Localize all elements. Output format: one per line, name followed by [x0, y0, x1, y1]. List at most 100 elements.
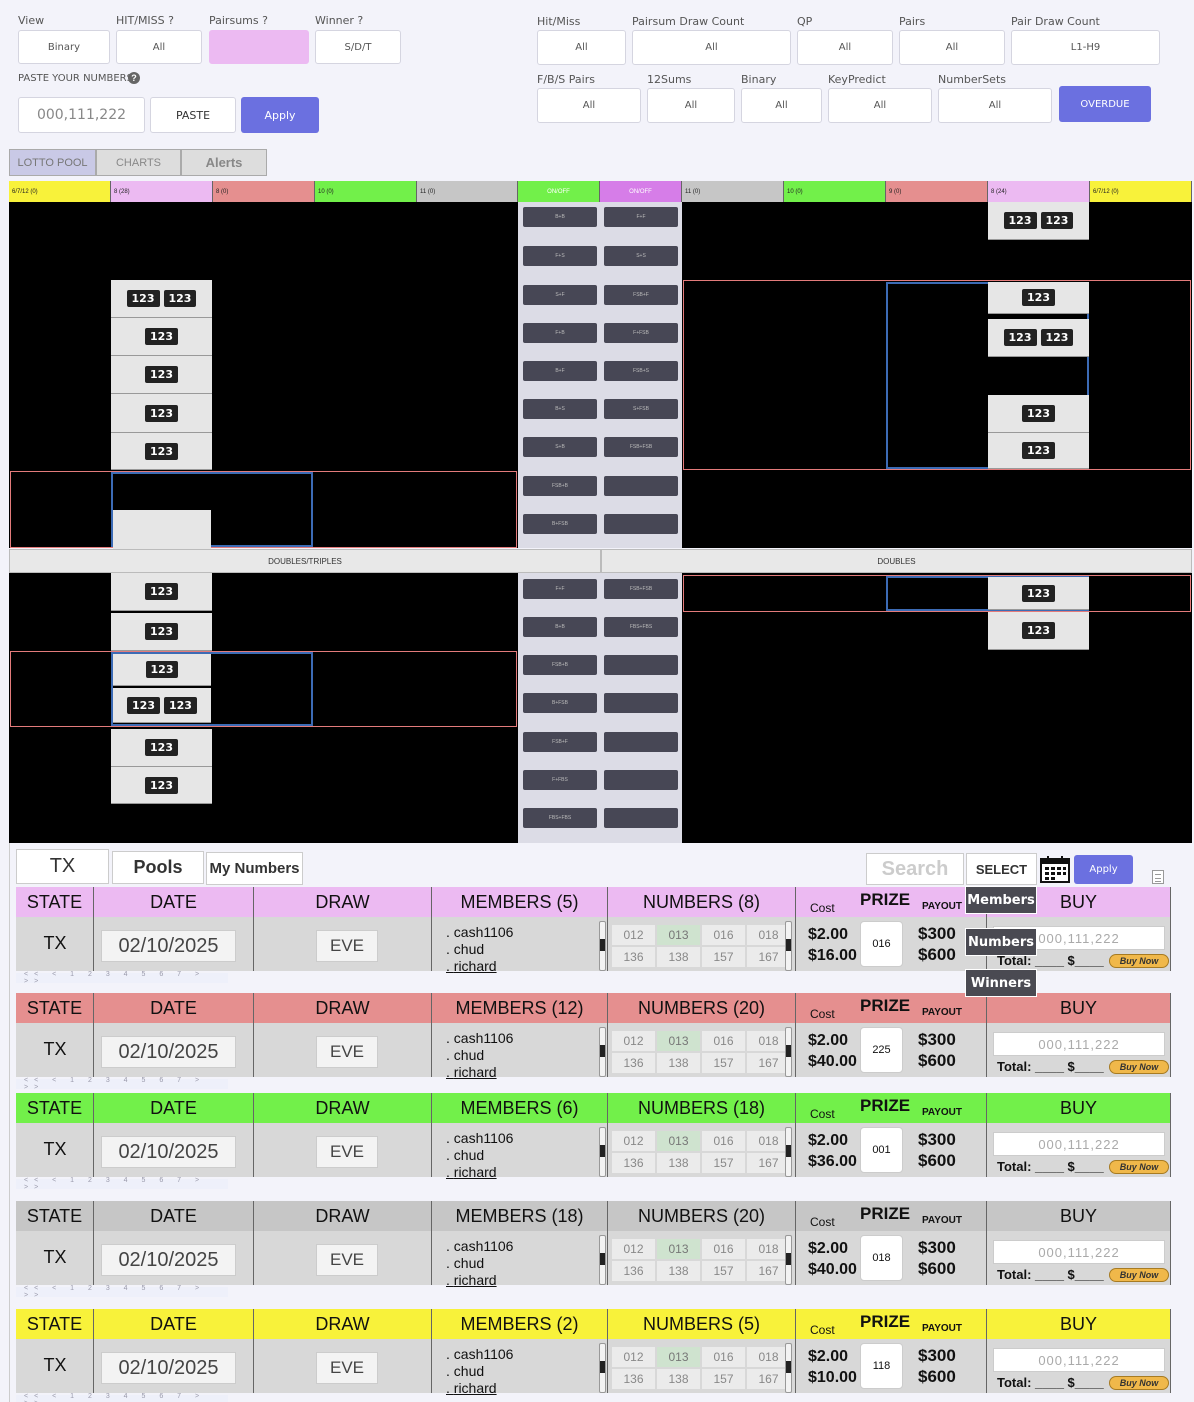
number-cell[interactable]: 016	[702, 925, 745, 945]
number-pill[interactable]: 123	[1022, 405, 1055, 422]
pattern-toggle-button[interactable]	[604, 514, 678, 534]
member-name[interactable]: . richard	[446, 1064, 497, 1080]
dropdown-item-numbers[interactable]: Numbers	[965, 928, 1037, 956]
number-cell[interactable]: 018	[747, 1131, 790, 1151]
grid-cell[interactable]: 123	[988, 433, 1089, 469]
pairs-select[interactable]: All	[899, 30, 1005, 65]
pairsum-draw-count-select[interactable]: All	[632, 30, 791, 65]
number-cell[interactable]: 012	[612, 1031, 655, 1051]
grid-header-cell[interactable]: ON/OFF	[518, 181, 600, 202]
number-pill[interactable]: 123	[1040, 212, 1074, 229]
number-cell[interactable]: 016	[702, 1239, 745, 1259]
number-pill[interactable]: 123	[145, 623, 178, 640]
number-cell[interactable]: 018	[747, 1347, 790, 1367]
number-cell[interactable]: 138	[657, 1369, 700, 1389]
pattern-toggle-button[interactable]: FBS+FBS	[604, 617, 678, 637]
pool-tab-my-numbers[interactable]: My Numbers	[206, 852, 303, 885]
number-cell[interactable]: 136	[612, 1053, 655, 1073]
buy-input[interactable]: 000,111,222	[993, 1240, 1165, 1264]
pattern-toggle-button[interactable]: FSB+FSB	[604, 579, 678, 599]
number-pill[interactable]: 123	[1022, 442, 1055, 459]
apply-button[interactable]: Apply	[241, 97, 319, 133]
pattern-toggle-button[interactable]: FSB+F	[523, 732, 597, 752]
members-scrollbar[interactable]	[599, 1343, 606, 1393]
pattern-toggle-button[interactable]	[604, 770, 678, 790]
number-pill[interactable]: 123	[164, 696, 197, 714]
search-input[interactable]: Search	[866, 853, 964, 885]
number-cell[interactable]: 167	[747, 1053, 790, 1073]
grid-cell[interactable]: 123	[111, 573, 212, 611]
pattern-toggle-button[interactable]: F+F	[604, 207, 678, 227]
number-cell[interactable]: 013	[657, 1031, 700, 1051]
pattern-toggle-button[interactable]: FSB+F	[604, 285, 678, 305]
pattern-toggle-button[interactable]: FSB+B	[523, 655, 597, 675]
number-cell[interactable]: 138	[657, 947, 700, 967]
pattern-toggle-button[interactable]: B+FSB	[523, 693, 597, 713]
pool-tab-pools[interactable]: Pools	[112, 851, 204, 884]
number-pill[interactable]: 123	[1003, 212, 1037, 229]
grid-cell[interactable]: 123	[111, 394, 212, 433]
pool-date[interactable]: 02/10/2025	[101, 1136, 236, 1168]
member-name[interactable]: . richard	[446, 1164, 497, 1180]
buy-now-button[interactable]: Buy Now	[1109, 1060, 1169, 1074]
pool-date[interactable]: 02/10/2025	[101, 1244, 236, 1276]
grid-cell[interactable]: 123	[988, 395, 1089, 433]
paste-input[interactable]: 000,111,222	[18, 97, 145, 133]
pattern-toggle-button[interactable]	[604, 655, 678, 675]
number-pill[interactable]: 123	[145, 776, 178, 794]
number-cell[interactable]: 167	[747, 947, 790, 967]
grid-cell[interactable]: 123	[111, 318, 212, 356]
pattern-toggle-button[interactable]: S+F	[523, 285, 597, 305]
number-cell[interactable]: 157	[702, 1369, 745, 1389]
tab-charts[interactable]: CHARTS	[96, 149, 181, 176]
number-pill[interactable]: 123	[145, 739, 178, 756]
buy-input[interactable]: 000,111,222	[993, 1132, 1165, 1156]
paste-button[interactable]: PASTE	[150, 97, 236, 133]
grid-cell[interactable]: 123	[988, 577, 1089, 610]
buy-now-button[interactable]: Buy Now	[1109, 1160, 1169, 1174]
buy-input[interactable]: 000,111,222	[993, 1348, 1165, 1372]
number-cell[interactable]: 157	[702, 947, 745, 967]
sums12-select[interactable]: All	[647, 88, 735, 123]
keypredict-select[interactable]: All	[828, 88, 932, 123]
number-pill[interactable]: 123	[126, 290, 160, 307]
overdue-button[interactable]: OVERDUE	[1059, 86, 1151, 122]
pool-draw[interactable]: EVE	[316, 930, 378, 962]
pool-date[interactable]: 02/10/2025	[101, 1036, 236, 1068]
pattern-toggle-button[interactable]: S+B	[523, 437, 597, 457]
number-pill[interactable]: 123	[1022, 289, 1055, 306]
number-cell[interactable]: 167	[747, 1261, 790, 1281]
number-cell[interactable]: 012	[612, 1347, 655, 1367]
numbers-scrollbar[interactable]	[785, 1235, 792, 1285]
members-scrollbar[interactable]	[599, 1027, 606, 1077]
buy-now-button[interactable]: Buy Now	[1109, 954, 1169, 968]
grid-cell[interactable]: 123	[113, 654, 211, 686]
help-icon[interactable]: ?	[128, 72, 140, 84]
pool-pagination[interactable]: << < 1 2 3 4 5 6 7 > >>	[16, 1077, 228, 1091]
pattern-toggle-button[interactable]: B+F	[523, 361, 597, 381]
number-pill[interactable]: 123	[145, 583, 178, 600]
number-cell[interactable]: 138	[657, 1153, 700, 1173]
pattern-toggle-button[interactable]: B+FSB	[523, 514, 597, 534]
hit-miss-select[interactable]: All	[537, 30, 626, 65]
pattern-toggle-button[interactable]: F+FSB	[604, 323, 678, 343]
number-cell[interactable]: 157	[702, 1153, 745, 1173]
numbers-scrollbar[interactable]	[785, 921, 792, 971]
pattern-toggle-button[interactable]: B+S	[523, 399, 597, 419]
number-cell[interactable]: 018	[747, 1239, 790, 1259]
number-cell[interactable]: 136	[612, 947, 655, 967]
number-cell[interactable]: 016	[702, 1347, 745, 1367]
number-cell[interactable]: 013	[657, 1239, 700, 1259]
grid-cell[interactable]: 123	[111, 433, 212, 470]
pattern-toggle-button[interactable]: B+B	[523, 617, 597, 637]
dropdown-item-winners[interactable]: Winners	[965, 969, 1037, 997]
buy-now-button[interactable]: Buy Now	[1109, 1376, 1169, 1390]
number-cell[interactable]: 018	[747, 1031, 790, 1051]
pool-apply-button[interactable]: Apply	[1074, 855, 1133, 884]
winner-select[interactable]: S/D/T	[315, 30, 401, 64]
number-cell[interactable]: 136	[612, 1261, 655, 1281]
numbersets-select[interactable]: All	[938, 88, 1052, 123]
